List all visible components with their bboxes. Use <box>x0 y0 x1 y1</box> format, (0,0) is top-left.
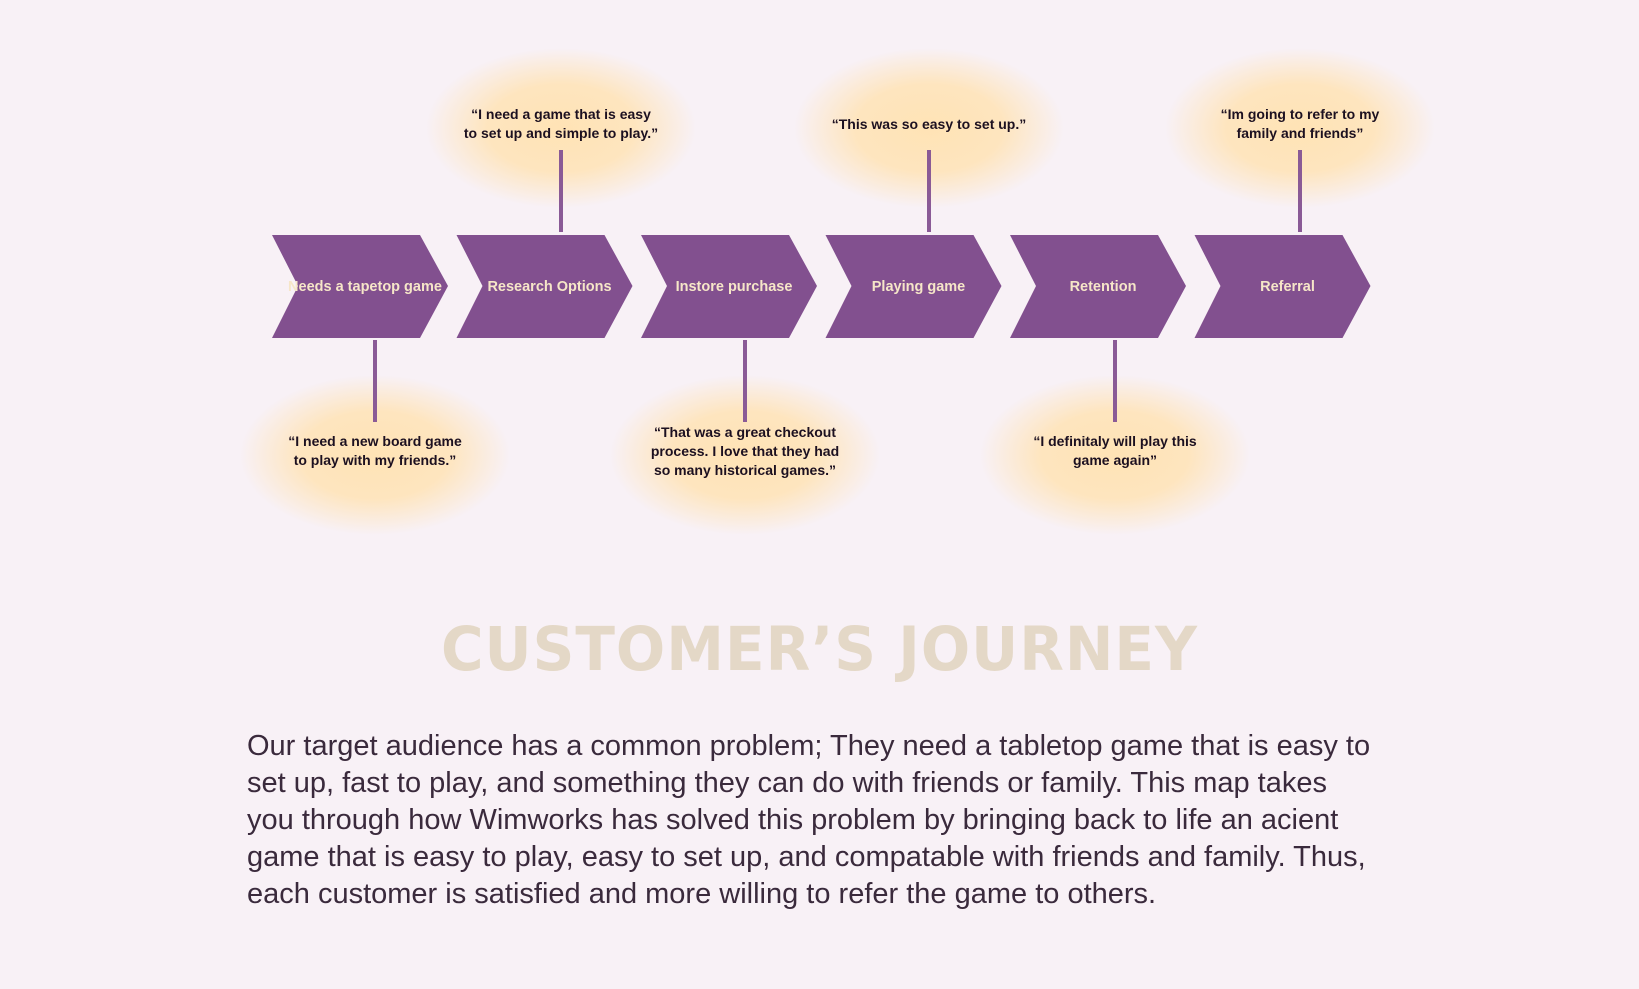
stage-label: Research Options <box>487 279 611 295</box>
quote-glow <box>794 48 1064 208</box>
quote-glow <box>240 375 510 535</box>
stage-label: Instore purchase <box>676 279 793 295</box>
quote-glow <box>980 375 1250 535</box>
quote-glow <box>610 375 880 535</box>
stage-chevron-research-options <box>456 235 633 338</box>
customer-quote: “I definitaly will play this game again” <box>1033 433 1197 468</box>
customer-quote: “I need a new board game to play with my… <box>288 433 462 468</box>
stage-chevron-referral <box>1194 235 1371 338</box>
stage-chevron-playing-game <box>825 235 1002 338</box>
journey-diagram: Needs a tapetop game Research Options Inst… <box>240 48 1435 535</box>
customer-quote: “I need a game that is easy to set up an… <box>463 106 659 141</box>
stage-chevron-instore-purchase <box>641 235 817 338</box>
stage-chevron-retention <box>1010 235 1186 338</box>
stage-label: Playing game <box>872 279 965 295</box>
quote-glow <box>1165 48 1435 208</box>
customer-quote: “Im going to refer to my family and frie… <box>1220 106 1380 141</box>
customer-quote: “This was so easy to set up.” <box>831 115 1027 132</box>
customer-quote: “That was a great checkout process. I lo… <box>650 423 840 478</box>
description-paragraph: Our target audience has a common problem… <box>247 730 1371 910</box>
stage-label: Retention <box>1070 279 1137 295</box>
page-title: CUSTOMER’S JOURNEY <box>440 613 1199 685</box>
stage-chevron-needs-a-tapetop-game <box>272 235 448 338</box>
stage-label: Referral <box>1260 279 1315 295</box>
quote-glow <box>426 48 696 208</box>
stage-label: Needs a tapetop game <box>288 279 442 295</box>
